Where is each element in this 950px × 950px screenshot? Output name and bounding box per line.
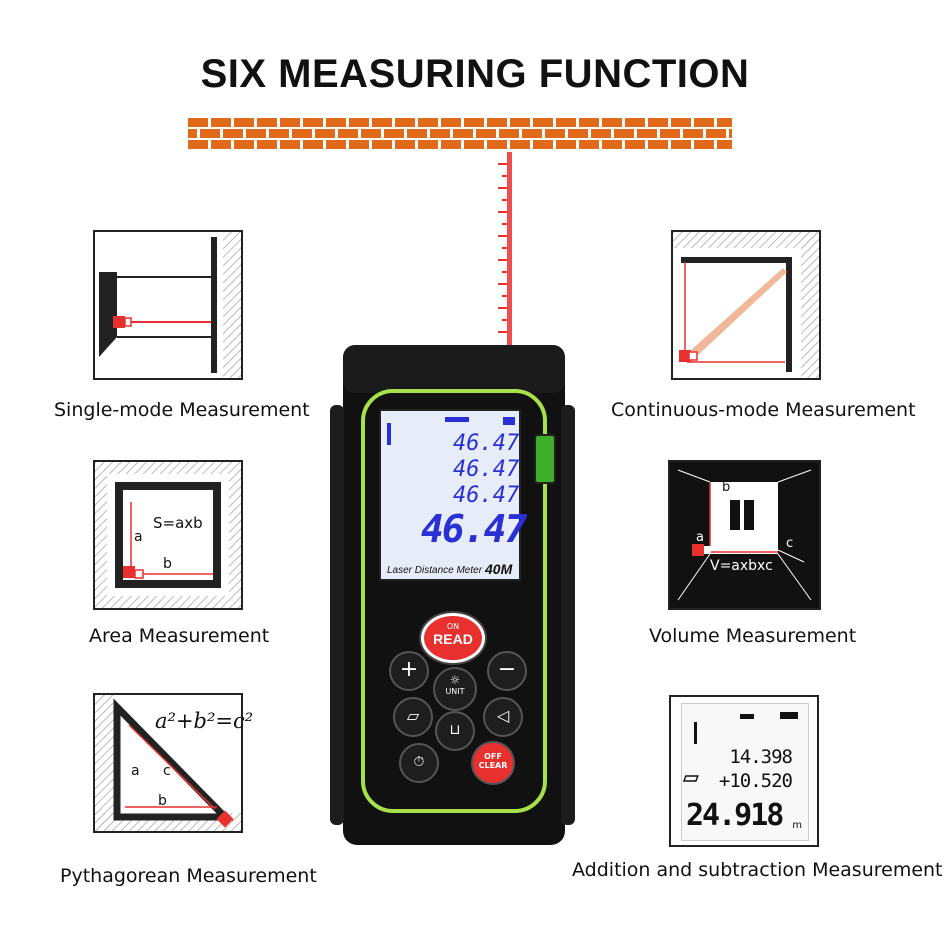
laser-beam-ruler	[498, 152, 512, 352]
cube-icon: ▱	[406, 706, 420, 725]
lcd-reading-2: 46.47	[453, 457, 520, 482]
pythagorean-label-a: a	[131, 763, 140, 779]
area-formula: S=axb	[153, 514, 203, 532]
reference-button[interactable]: ⊔	[435, 711, 475, 751]
volume-label-a: a	[696, 530, 704, 545]
device-body	[330, 345, 575, 845]
volume-caption: Volume Measurement	[649, 625, 857, 647]
addition-caption: Addition and subtraction Measurement	[572, 859, 943, 881]
laser-distance-meter: 46.47 46.47 46.47 46.47 Laser Distance M…	[325, 345, 580, 850]
continuous-mode-diagram	[671, 230, 821, 380]
area-function-button[interactable]: ▱	[393, 697, 433, 737]
single-mode-illustration	[99, 232, 241, 378]
lcd-addition-screen: 14.398 +10.520 24.918 m	[681, 703, 809, 841]
pythagorean-formula: a²+b²=c²	[155, 709, 254, 733]
clear-label: CLEAR	[478, 761, 508, 770]
minus-icon: −	[497, 657, 517, 682]
area-diagram: S=axb a b	[93, 460, 243, 610]
pythagorean-diagram: a²+b²=c² a c b	[93, 693, 253, 833]
plus-icon: +	[399, 657, 419, 682]
area-illustration	[95, 462, 241, 608]
on-label: ON	[446, 622, 460, 631]
area-label-a: a	[134, 529, 143, 545]
volume-label-b: b	[722, 480, 731, 495]
plus-button[interactable]: +	[389, 651, 429, 691]
lcd-reading-1: 46.47	[453, 431, 520, 456]
minus-button[interactable]: −	[487, 651, 527, 691]
addition-display-diagram: 14.398 +10.520 24.918 m	[669, 695, 819, 847]
memory-button[interactable]: ⏱	[399, 743, 439, 783]
lcd-value-2: +10.520	[718, 770, 793, 792]
lcd-reading-3: 46.47	[453, 483, 520, 508]
volume-diagram: b a c V=axbxc	[668, 460, 821, 610]
pythagorean-illustration	[95, 695, 241, 831]
volume-illustration	[670, 462, 819, 608]
brick-wall-graphic	[188, 116, 732, 152]
read-label: READ	[433, 631, 473, 647]
pythagorean-label-b: b	[158, 793, 167, 809]
triangle-icon: ◁	[496, 706, 510, 725]
continuous-mode-illustration	[673, 232, 819, 378]
volume-formula: V=axbxc	[710, 558, 773, 574]
unit-label: UNIT	[445, 687, 465, 696]
pythagorean-label-c: c	[163, 763, 171, 779]
reference-icon: ⊔	[449, 722, 461, 738]
area-label-b: b	[163, 556, 172, 572]
model-label: Laser Distance Meter	[387, 565, 483, 576]
timer-icon: ⏱	[413, 754, 425, 770]
single-mode-caption: Single-mode Measurement	[54, 399, 310, 421]
lcd-unit: m	[792, 820, 802, 831]
area-caption: Area Measurement	[89, 625, 270, 647]
read-button[interactable]: ON READ	[421, 613, 485, 663]
angle-function-button[interactable]: ◁	[483, 697, 523, 737]
pythagorean-caption: Pythagorean Measurement	[60, 865, 317, 887]
volume-label-c: c	[786, 536, 794, 551]
lcd-indicators	[682, 712, 798, 782]
off-clear-button[interactable]: OFF CLEAR	[471, 741, 515, 785]
sun-icon: ☼	[449, 673, 461, 687]
lcd-result: 24.918	[686, 798, 784, 833]
off-label: OFF	[484, 752, 502, 761]
continuous-mode-caption: Continuous-mode Measurement	[611, 399, 916, 421]
unit-button[interactable]: ☼ UNIT	[433, 667, 477, 711]
single-mode-diagram	[93, 230, 243, 380]
range-label: 40M	[485, 561, 513, 577]
lcd-main-reading: 46.47	[421, 507, 527, 551]
page-title: SIX MEASURING FUNCTION	[200, 52, 750, 96]
lcd-value-1: 14.398	[729, 746, 793, 768]
